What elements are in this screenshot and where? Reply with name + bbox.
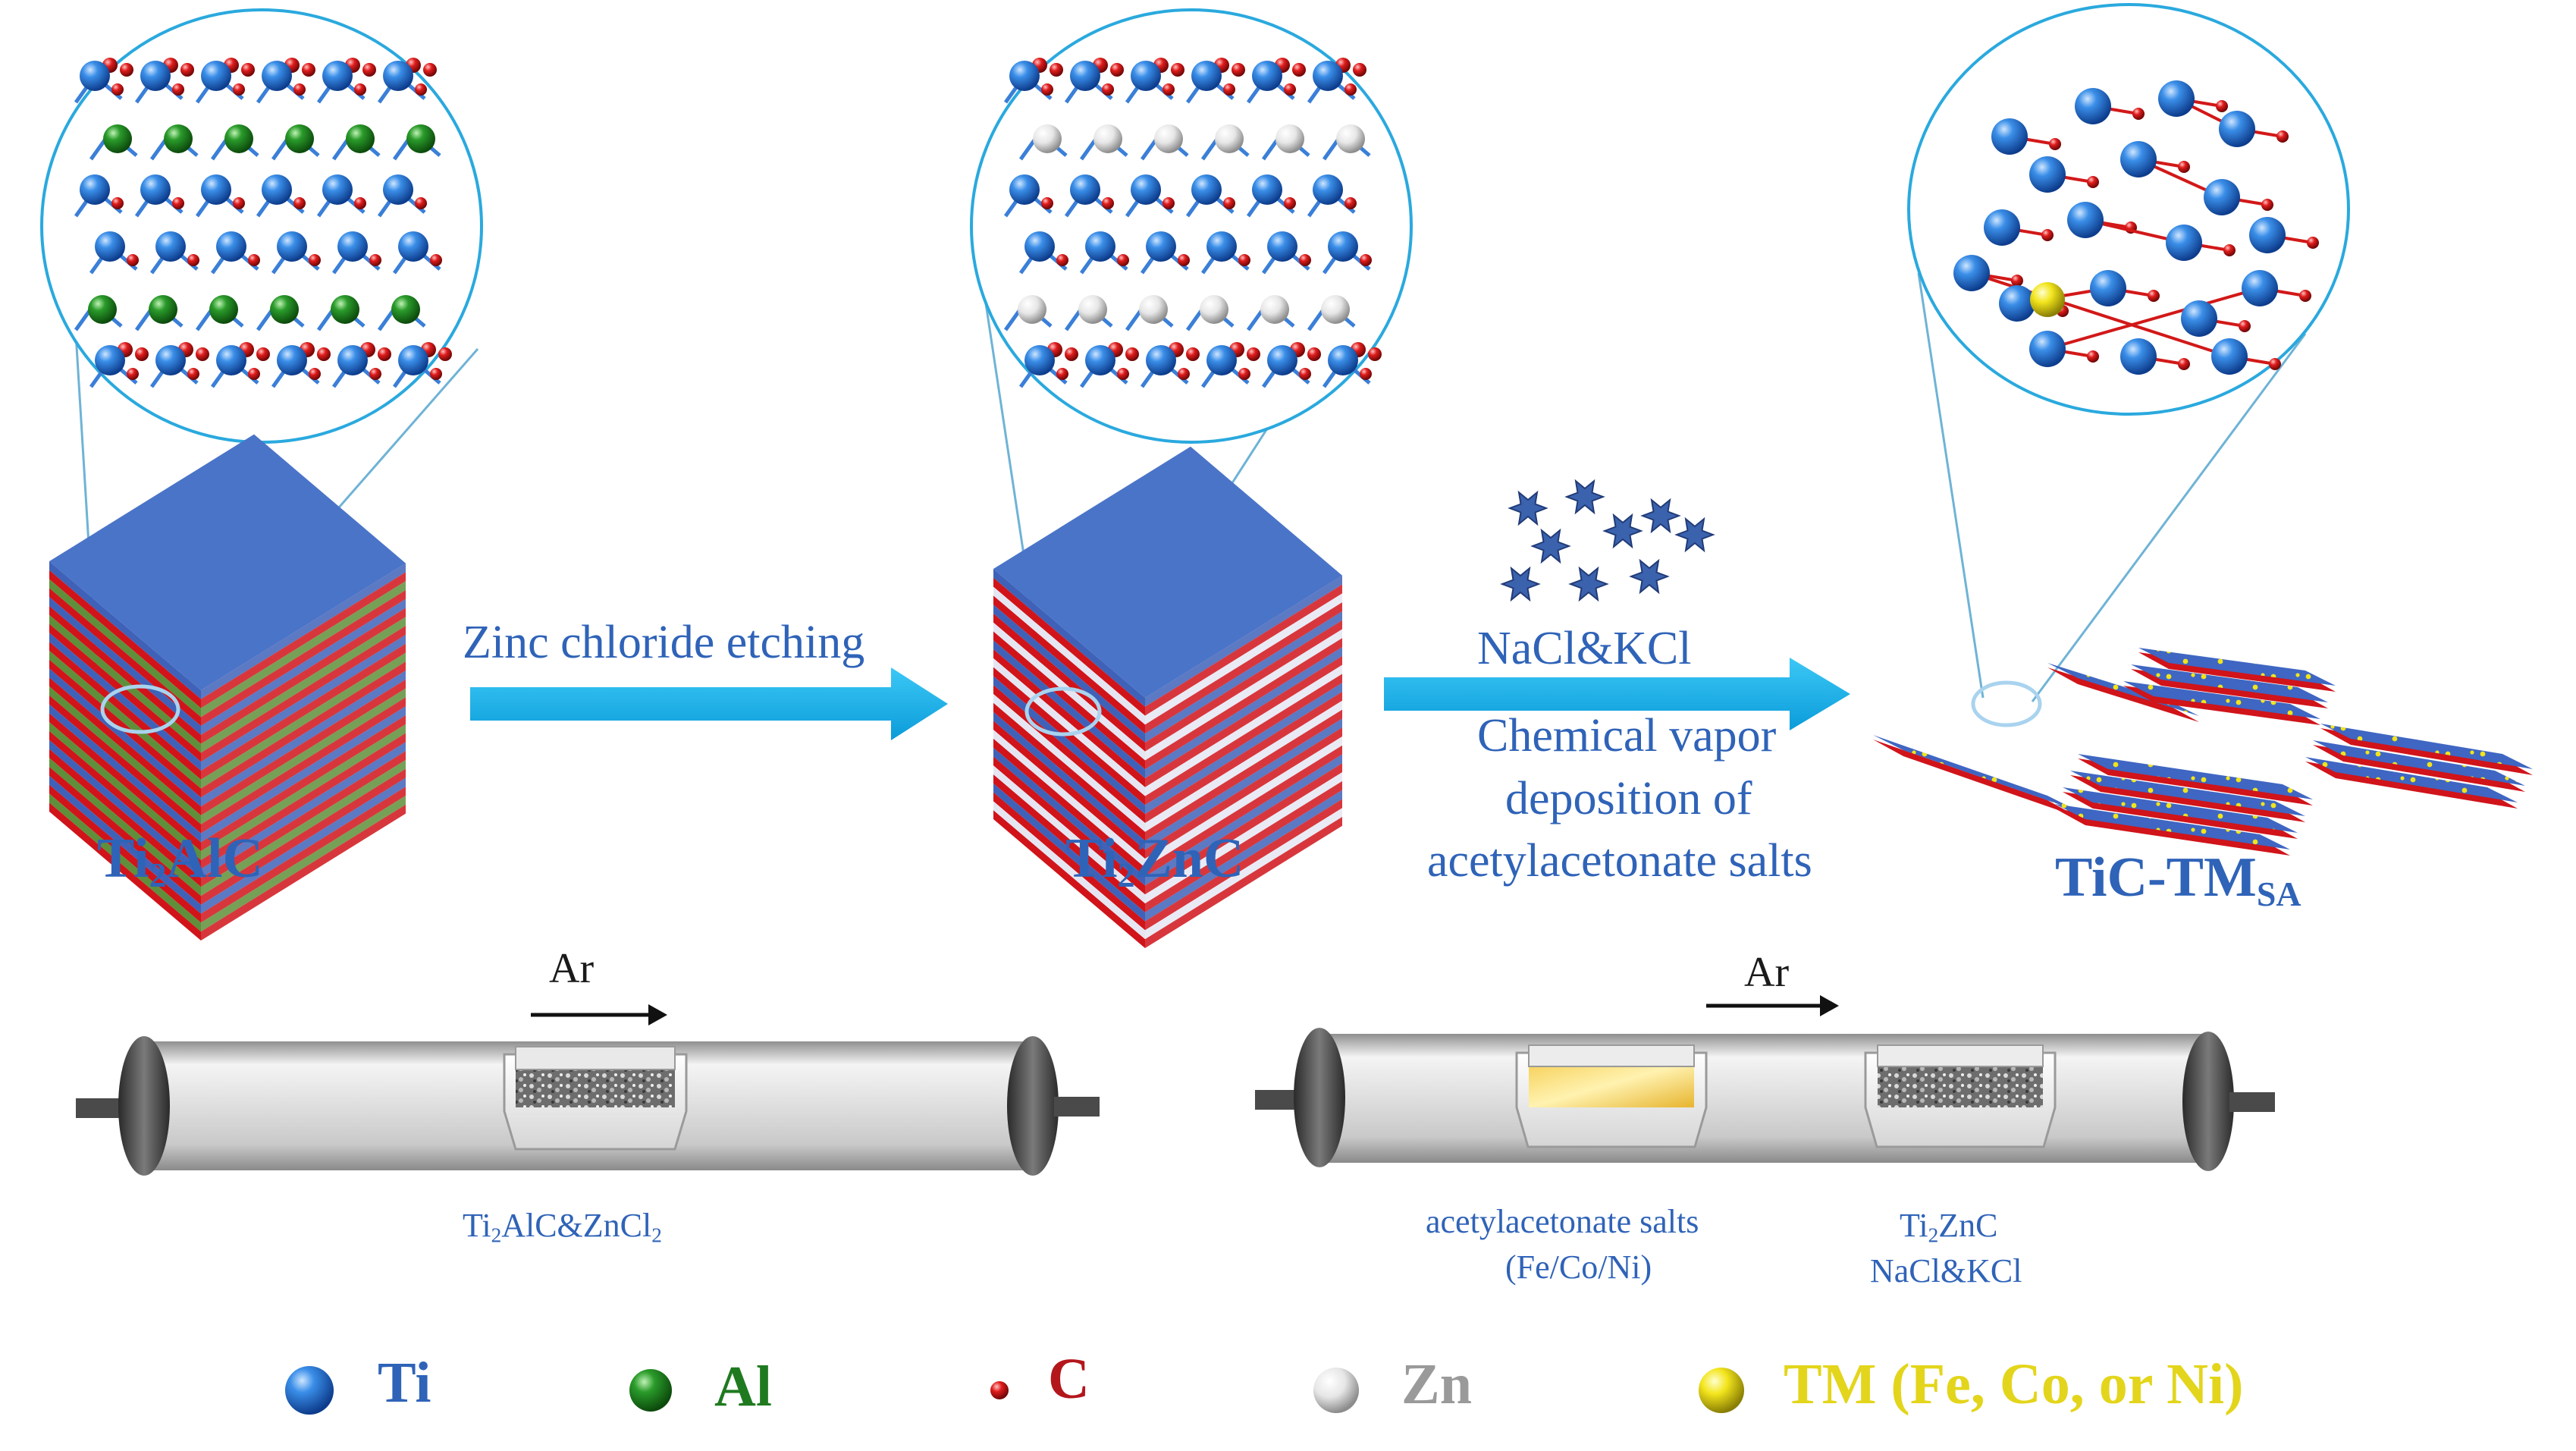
legend-c-label: C	[1048, 1347, 1090, 1411]
tic-tm-label: TiC-TMSA	[2055, 846, 2301, 913]
cvd-label-line3: acetylacetonate salts	[1427, 835, 1812, 887]
cvd-arrow	[1384, 658, 1850, 730]
salt-crystals-icon	[1500, 479, 1715, 602]
legend-zn-sphere-icon	[1313, 1368, 1359, 1413]
etching-arrow	[470, 667, 948, 740]
magnifier-ring-2	[1024, 686, 1102, 736]
cvd-label-line1: Chemical vapor	[1477, 710, 1777, 762]
ti2znc-layered-block	[993, 446, 1342, 948]
furnace2-boat1-line1: acetylacetonate salts	[1426, 1203, 1699, 1240]
zoom-circle-ti2alc	[40, 8, 483, 710]
legend-tm-label: TM (Fe, Co, or Ni)	[1784, 1352, 2244, 1416]
furnace1-boat-label: Ti2AlC&ZnCl2	[463, 1207, 662, 1247]
boat-ti2znc-salts	[1864, 1044, 2057, 1148]
magnifier-ring-3	[1971, 680, 2042, 727]
tube-furnace-2	[1255, 995, 2275, 1171]
legend-c-sphere-icon	[990, 1381, 1009, 1399]
cvd-label-line2: deposition of	[1505, 773, 1752, 824]
ar-gas-label-1: Ar	[549, 945, 595, 992]
legend-ti-sphere-icon	[285, 1366, 334, 1415]
legend-al-sphere-icon	[629, 1369, 672, 1412]
furnace2-boat1-line2: (Fe/Co/Ni)	[1505, 1248, 1652, 1286]
etching-step-label: Zinc chloride etching	[463, 617, 865, 668]
ti2znc-label: Ti2ZnC	[1065, 828, 1244, 894]
zoom-circle-tic-tm	[1907, 3, 2350, 702]
boat-ti2alc-zncl2	[503, 1046, 688, 1151]
ti2alc-crystal-structure	[74, 58, 452, 388]
zoom-circle-ti2znc	[970, 8, 1413, 714]
legend-al-label: Al	[714, 1355, 772, 1418]
legend-ti-label: Ti	[378, 1351, 431, 1415]
furnace2-boat2-line1: Ti2ZnC	[1900, 1207, 1998, 1247]
tic-tm-flakes	[1873, 648, 2533, 856]
legend-tm-sphere-icon	[1699, 1368, 1744, 1413]
tic-tm-cubic-structure	[1953, 80, 2319, 375]
legend-zn-label: Zn	[1401, 1352, 1472, 1416]
boat-acetylacetonate	[1515, 1044, 1708, 1148]
tube-furnace-1	[76, 1004, 1100, 1176]
ti2alc-layered-block	[49, 434, 406, 941]
magnifier-ring-1	[100, 684, 180, 734]
salt-label: NaCl&KCl	[1477, 623, 1692, 674]
furnace2-boat2-line2: NaCl&KCl	[1870, 1252, 2022, 1289]
ti2alc-label: Ti2AlC	[97, 828, 263, 894]
ti2znc-crystal-structure	[1003, 58, 1382, 388]
ar-gas-label-2: Ar	[1744, 949, 1790, 996]
